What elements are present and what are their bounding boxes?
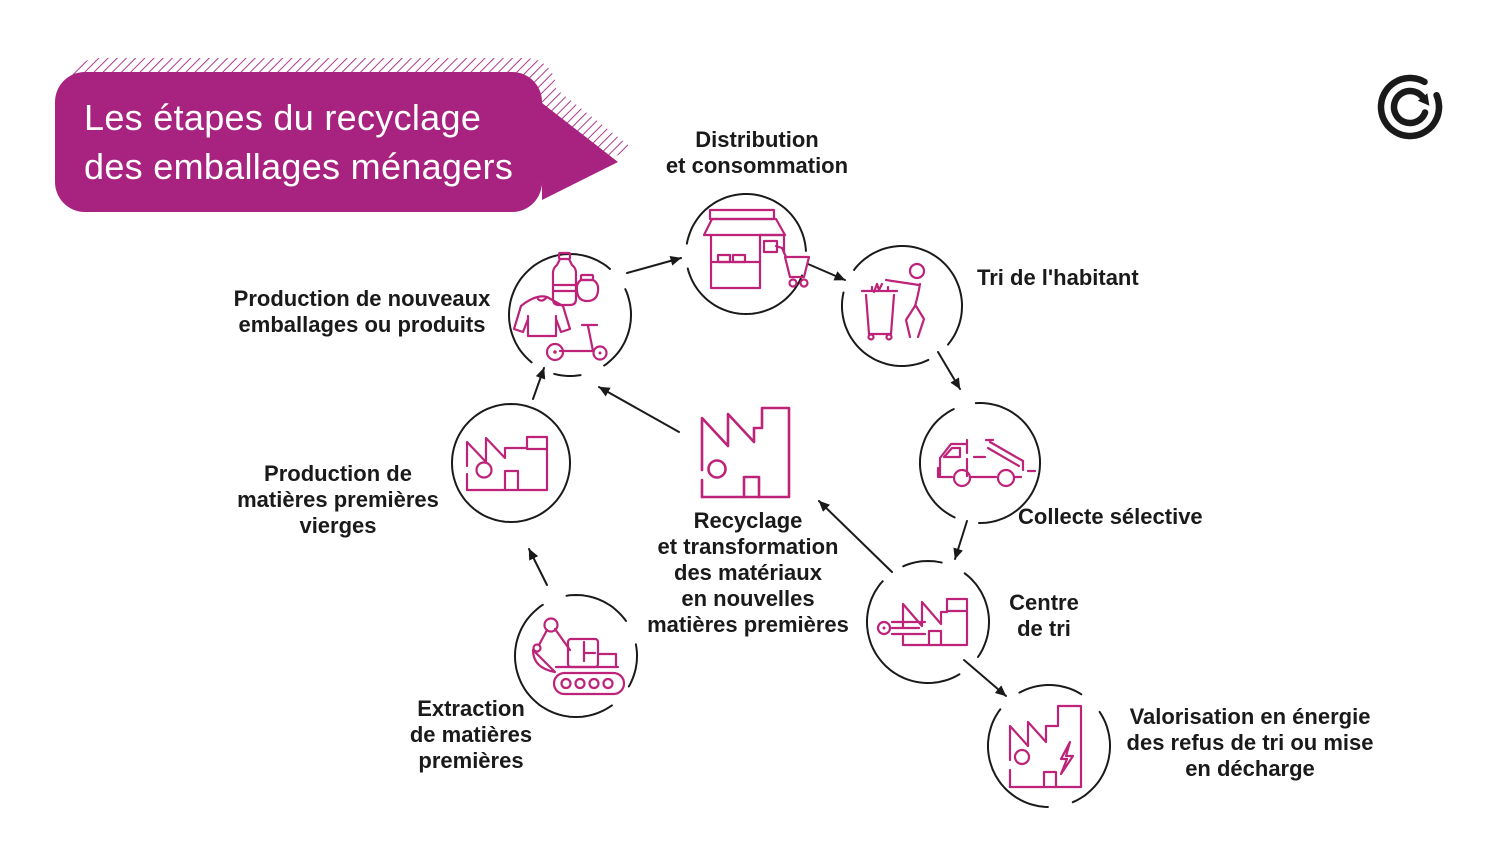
circle-production-nouveaux (624, 288, 632, 316)
flow-arrow (953, 520, 968, 560)
label-recyclage: Recyclage et transformation des matériau… (647, 508, 849, 637)
circle-centre-de-tri (963, 572, 990, 623)
circle-collecte-selective (919, 408, 956, 519)
recycling-factory-icon (700, 406, 791, 499)
label-production-vierges: Production de matières premières vierges (237, 461, 439, 538)
label-valorisation: Valorisation en énergie des refus de tri… (1126, 704, 1374, 781)
label-centre-de-tri: Centre de tri (1009, 590, 1079, 641)
flow-arrow (528, 548, 548, 586)
logo-inner-arc (1390, 87, 1429, 127)
circle-distribution (685, 193, 807, 252)
circle-extraction (513, 603, 613, 719)
label-production-nouveaux: Production de nouveaux emballages ou pro… (233, 286, 491, 337)
circle-centre-de-tri (866, 580, 961, 684)
circle-valorisation (1018, 684, 1083, 696)
garbage-truck-icon (936, 438, 1037, 488)
logo-outer-arc (1433, 91, 1443, 111)
circle-extraction (634, 643, 638, 657)
flow-arrow (937, 351, 961, 390)
page-title-line2: des emballages ménagers (84, 146, 514, 187)
circle-tri-habitant (853, 245, 963, 307)
flow-arrow (818, 500, 893, 573)
new-products-icon (512, 251, 608, 362)
energy-factory-icon (1008, 704, 1083, 789)
citeo-logo (1377, 74, 1443, 140)
circle-valorisation (1098, 710, 1111, 747)
circle-production-nouveaux (553, 372, 582, 377)
virgin-materials-factory-icon (465, 435, 549, 492)
flow-arrow (807, 263, 846, 281)
circle-tri-habitant (841, 291, 930, 367)
circle-collecte-selective (974, 402, 1041, 464)
circle-extraction (627, 655, 638, 688)
label-tri-habitant: Tri de l'habitant (977, 265, 1139, 290)
person-bin-icon (860, 262, 926, 341)
circle-centre-de-tri (977, 621, 990, 658)
page-title: Les étapes du recyclage des emballages m… (84, 93, 513, 191)
circle-production-vierges (450, 402, 571, 524)
circle-extraction (565, 593, 627, 622)
flow-arrows (528, 255, 1007, 697)
flow-arrow (963, 659, 1007, 697)
circle-distribution (686, 267, 803, 316)
title-bubble (55, 72, 618, 212)
circle-centre-de-tri (902, 559, 943, 568)
circle-production-nouveaux (507, 252, 611, 364)
page-title-line1: Les étapes du recyclage (84, 97, 482, 138)
label-distribution: Distribution et consommation (665, 127, 849, 178)
step-circles (450, 193, 1111, 808)
logo-outer-arc (1377, 74, 1443, 140)
circle-collecte-selective (978, 462, 1041, 524)
circle-valorisation (1071, 745, 1111, 804)
label-extraction: Extraction de matières premières (409, 696, 533, 773)
sorting-factory-icon (876, 597, 969, 647)
excavator-icon (531, 617, 626, 696)
circle-valorisation (987, 708, 1049, 808)
label-collecte-selective: Collecte sélective (1018, 504, 1203, 529)
circle-tri-habitant (947, 305, 963, 346)
flow-arrow (598, 386, 680, 433)
flow-arrow (626, 255, 682, 274)
circle-production-nouveaux (603, 314, 632, 367)
flow-arrow (532, 367, 546, 400)
store-cart-icon (702, 208, 811, 290)
